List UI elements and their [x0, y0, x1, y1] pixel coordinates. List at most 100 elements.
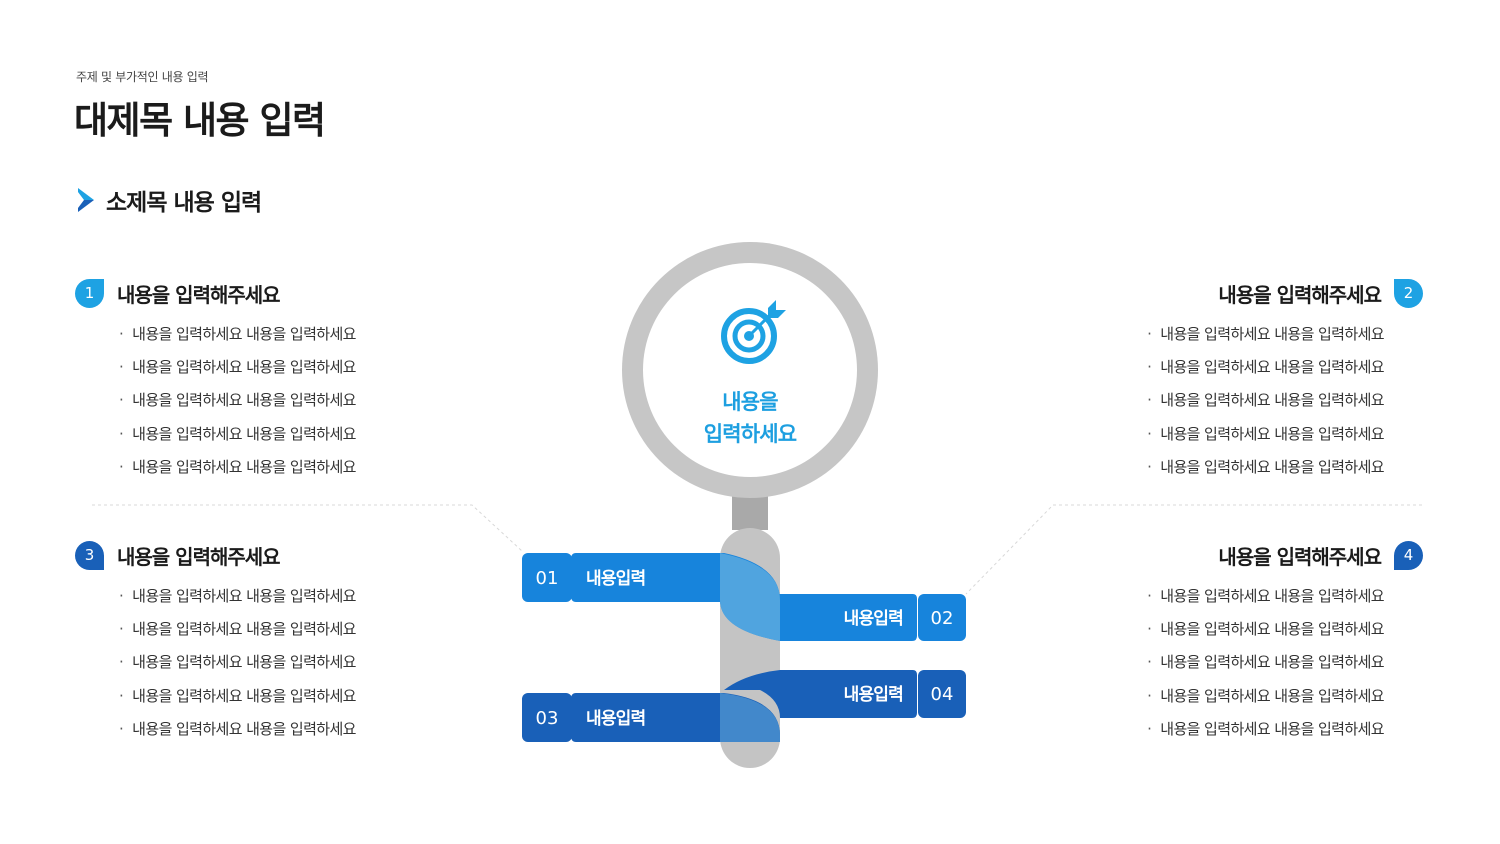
bullet-icon: · [1147, 424, 1152, 443]
tab-01-label: 내용입력 [586, 569, 645, 589]
list-item: · 내용을 입력하세요 내용을 입력하세요 [119, 418, 375, 451]
bullet-icon: · [1147, 653, 1152, 672]
bullet-icon: · [119, 719, 124, 738]
tab-02-label: 내용입력 [844, 609, 903, 629]
magnifier-neck [732, 494, 768, 530]
lens-caption-line2: 입력하세요 [703, 422, 797, 446]
tab-03-number-box [522, 693, 572, 742]
list-item-text: 내용을 입력하세요 내용을 입력하세요 [132, 653, 356, 672]
tab-03-label: 내용입력 [586, 709, 645, 729]
list-item-text: 내용을 입력하세요 내용을 입력하세요 [132, 587, 356, 605]
bullet-icon: · [1147, 325, 1152, 343]
list-item-text: 내용을 입력하세요 내용을 입력하세요 [1160, 719, 1384, 738]
list-item: · 내용을 입력하세요 내용을 입력하세요 [119, 613, 375, 646]
section-heading: 소제목 내용 입력 [76, 183, 262, 217]
list-item: · 내용을 입력하세요 내용을 입력하세요 [1123, 318, 1384, 351]
list-item: · 내용을 입력하세요 내용을 입력하세요 [119, 384, 375, 417]
chevron-right-icon [78, 188, 94, 212]
block-title: 내용을 입력해주세요 [117, 282, 281, 307]
tab-01-number-box [522, 553, 572, 602]
tab-02-number-box [918, 594, 966, 641]
list-item: · 내용을 입력하세요 내용을 입력하세요 [1123, 646, 1384, 679]
tab-04-number: 04 [931, 684, 954, 705]
block-title: 내용을 입력해주세요 [1218, 544, 1382, 569]
list-item-text: 내용을 입력하세요 내용을 입력하세요 [1160, 358, 1384, 377]
handle-overlay-highlight [720, 693, 780, 742]
list-item-text: 내용을 입력하세요 내용을 입력하세요 [132, 620, 356, 639]
tab-04-label: 내용입력 [844, 685, 903, 705]
list-item: · 내용을 입력하세요 내용을 입력하세요 [1123, 680, 1384, 713]
bullet-icon: · [119, 686, 124, 705]
number-badge: 3 [75, 540, 104, 570]
list-item-text: 내용을 입력하세요 내용을 입력하세요 [1160, 325, 1384, 343]
list-item-text: 내용을 입력하세요 내용을 입력하세요 [132, 457, 356, 476]
content-block-3: 3 내용을 입력해주세요 · 내용을 입력하세요 내용을 입력하세요 · 내용을 입… [75, 540, 375, 746]
list-item-text: 내용을 입력하세요 내용을 입력하세요 [132, 325, 356, 343]
content-block-2: 내용을 입력해주세요 2 · 내용을 입력하세요 내용을 입력하세요 · 내용을 입… [1123, 278, 1423, 484]
bullet-icon: · [119, 587, 124, 605]
list-item-text: 내용을 입력하세요 내용을 입력하세요 [132, 719, 356, 738]
list-item: · 내용을 입력하세요 내용을 입력하세요 [119, 318, 375, 351]
tab-02-number: 02 [931, 608, 954, 629]
list-item-text: 내용을 입력하세요 내용을 입력하세요 [1160, 686, 1384, 705]
number-badge: 1 [75, 278, 104, 308]
block-title: 내용을 입력해주세요 [117, 544, 281, 569]
bullet-icon: · [119, 653, 124, 672]
bullet-icon: · [119, 391, 124, 410]
bullet-icon: · [1147, 719, 1152, 738]
bullet-icon: · [1147, 620, 1152, 639]
tab-01-number: 01 [536, 568, 559, 589]
handle-overlay-highlight [720, 553, 780, 641]
list-item-text: 내용을 입력하세요 내용을 입력하세요 [1160, 653, 1384, 672]
list-item: · 내용을 입력하세요 내용을 입력하세요 [1123, 580, 1384, 613]
list-item: · 내용을 입력하세요 내용을 입력하세요 [1123, 351, 1384, 384]
block-title: 내용을 입력해주세요 [1218, 282, 1382, 307]
list-item: · 내용을 입력하세요 내용을 입력하세요 [119, 713, 375, 746]
list-item-text: 내용을 입력하세요 내용을 입력하세요 [132, 391, 356, 410]
lens-caption: 내용을 입력하세요 [640, 386, 860, 450]
list-item-text: 내용을 입력하세요 내용을 입력하세요 [1160, 587, 1384, 605]
list-item-text: 내용을 입력하세요 내용을 입력하세요 [132, 424, 356, 443]
list-item: · 내용을 입력하세요 내용을 입력하세요 [119, 351, 375, 384]
list-item: · 내용을 입력하세요 내용을 입력하세요 [1123, 451, 1384, 484]
list-item: · 내용을 입력하세요 내용을 입력하세요 [1123, 418, 1384, 451]
bullet-icon: · [119, 457, 124, 476]
number-badge: 4 [1394, 540, 1423, 570]
content-block-4: 내용을 입력해주세요 4 · 내용을 입력하세요 내용을 입력하세요 · 내용을 입… [1123, 540, 1423, 746]
page-subtitle: 주제 및 부가적인 내용 입력 [76, 70, 209, 84]
section-title: 소제목 내용 입력 [106, 190, 262, 216]
list-item: · 내용을 입력하세요 내용을 입력하세요 [1123, 713, 1384, 746]
list-item-text: 내용을 입력하세요 내용을 입력하세요 [132, 686, 356, 705]
bullet-icon: · [119, 358, 124, 377]
dashed-connector [92, 504, 523, 552]
target-icon [721, 300, 786, 364]
magnifier-lens [643, 263, 857, 477]
bullet-icon: · [1147, 686, 1152, 705]
number-badge: 2 [1394, 278, 1423, 308]
list-item-text: 내용을 입력하세요 내용을 입력하세요 [1160, 620, 1384, 639]
bullet-icon: · [1147, 391, 1152, 410]
tab-04-band [724, 670, 917, 718]
bullet-icon: · [1147, 587, 1152, 605]
list-item-text: 내용을 입력하세요 내용을 입력하세요 [1160, 424, 1384, 443]
tab-04-number-box [918, 670, 966, 718]
page-title: 대제목 내용 입력 [74, 99, 326, 142]
list-item: · 내용을 입력하세요 내용을 입력하세요 [1123, 613, 1384, 646]
content-block-1: 1 내용을 입력해주세요 · 내용을 입력하세요 내용을 입력하세요 · 내용을 입… [75, 278, 375, 484]
list-item: · 내용을 입력하세요 내용을 입력하세요 [119, 580, 375, 613]
list-item: · 내용을 입력하세요 내용을 입력하세요 [119, 451, 375, 484]
tab-03-number: 03 [536, 708, 559, 729]
list-item-text: 내용을 입력하세요 내용을 입력하세요 [132, 358, 356, 377]
list-item: · 내용을 입력하세요 내용을 입력하세요 [119, 680, 375, 713]
bullet-icon: · [1147, 457, 1152, 476]
dashed-connector [965, 504, 1422, 595]
list-item-text: 내용을 입력하세요 내용을 입력하세요 [1160, 457, 1384, 476]
bullet-icon: · [119, 620, 124, 639]
list-item: · 내용을 입력하세요 내용을 입력하세요 [1123, 384, 1384, 417]
bullet-icon: · [119, 424, 124, 443]
bullet-icon: · [1147, 358, 1152, 377]
list-item-text: 내용을 입력하세요 내용을 입력하세요 [1160, 391, 1384, 410]
bullet-icon: · [119, 325, 124, 343]
lens-caption-line1: 내용을 [722, 390, 778, 414]
